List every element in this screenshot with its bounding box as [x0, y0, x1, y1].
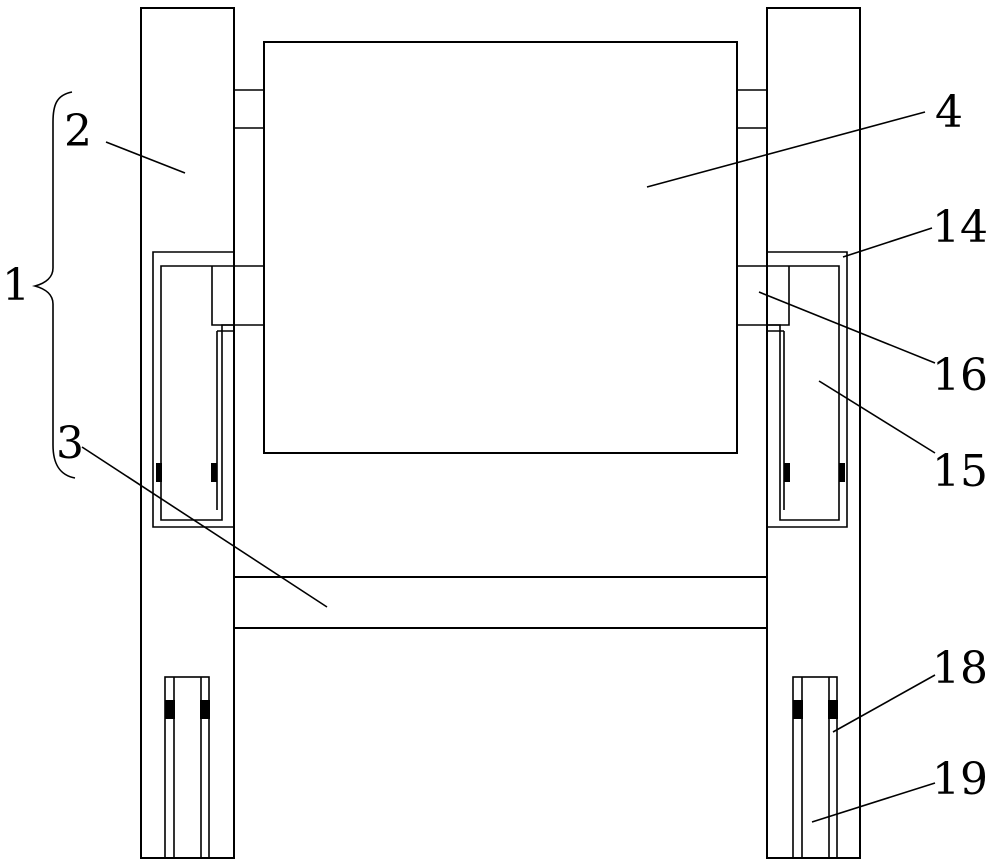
drum-body — [263, 41, 738, 454]
leader-19 — [811, 782, 936, 823]
right-bracket-pad-b — [839, 463, 845, 482]
label-2: 2 — [64, 106, 92, 157]
top-connectors — [234, 89, 767, 129]
label-18: 18 — [932, 643, 988, 694]
left-bracket-pad-a — [156, 463, 162, 482]
label-19: 19 — [932, 754, 988, 805]
brace-part-group — [31, 91, 76, 479]
left-bracket-pad-b — [211, 463, 217, 482]
label-16: 16 — [932, 350, 988, 401]
leader-16 — [758, 291, 936, 364]
right-foot-pad-b — [828, 700, 838, 719]
right-foot-pad-a — [793, 700, 803, 719]
label-14: 14 — [932, 202, 988, 253]
label-3: 3 — [56, 418, 84, 469]
left-foot-pad-a — [165, 700, 175, 719]
leader-4 — [646, 111, 926, 188]
left-foot-pad-b — [200, 700, 210, 719]
crossbar — [234, 576, 767, 629]
leader-2 — [105, 141, 186, 174]
right-bracket-assembly — [737, 251, 848, 528]
leader-14 — [842, 227, 933, 258]
left-foot-assembly — [164, 676, 210, 859]
leader-lines — [81, 111, 936, 823]
leader-15 — [818, 380, 936, 454]
right-foot-assembly — [792, 676, 838, 859]
label-1: 1 — [2, 260, 30, 311]
label-15: 15 — [932, 446, 988, 497]
leader-18 — [832, 674, 936, 733]
right-upright — [766, 7, 861, 859]
left-bracket-assembly — [152, 251, 264, 528]
callout-labels: 1 2 3 4 14 16 15 18 19 — [2, 87, 988, 805]
left-upright — [140, 7, 235, 859]
label-4: 4 — [935, 87, 963, 138]
right-bracket-pad-a — [784, 463, 790, 482]
leader-3 — [81, 446, 328, 608]
